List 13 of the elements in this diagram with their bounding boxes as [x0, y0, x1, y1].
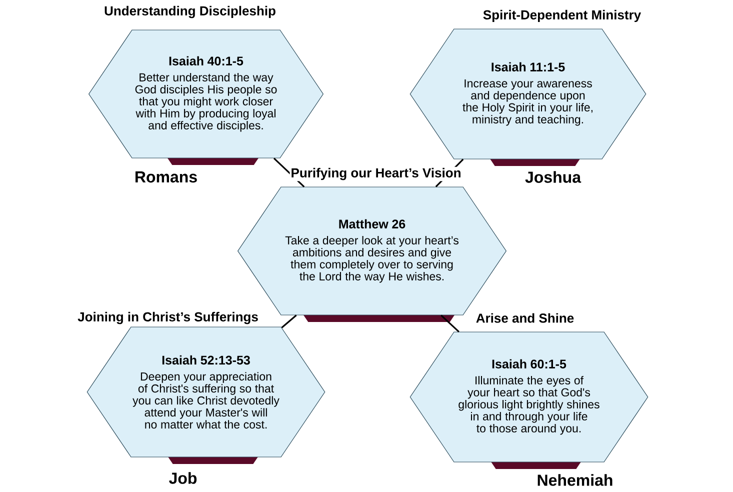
- book-name: Nehemiah: [538, 474, 612, 486]
- book-name: Joshua: [525, 171, 582, 183]
- book-name: Job: [169, 472, 197, 484]
- connector-line: [440, 314, 460, 332]
- heading: Spirit-Dependent Ministry: [482, 8, 642, 24]
- heading: Understanding Discipleship: [103, 4, 277, 20]
- hexagon-box: Isaiah 60:1-5 Illuminate the eyes of your heart so that God's glorious light brightly shines in and through your life to those around you.: [410, 332, 648, 469]
- heading: Purifying our Heart’s Vision: [290, 166, 462, 182]
- hexagon-box: Isaiah 52:13-53 Deepen your appreciation of Christ's suffering so that you can like Christ devotedly attend your Master's will no matter what the cost.: [86, 326, 326, 464]
- hexagon-box: Isaiah 40:1-5 Better understand the way God disciples His people so that you might work closer with Him by producing loyal and effective disciples.: [88, 30, 324, 165]
- book-name: Romans: [136, 171, 197, 183]
- hexagon-box: Isaiah 11:1-5 Increase your awareness and dependence upon the Holy Spirit in your life, ministry and teaching.: [410, 28, 646, 166]
- connector-line: [281, 314, 297, 328]
